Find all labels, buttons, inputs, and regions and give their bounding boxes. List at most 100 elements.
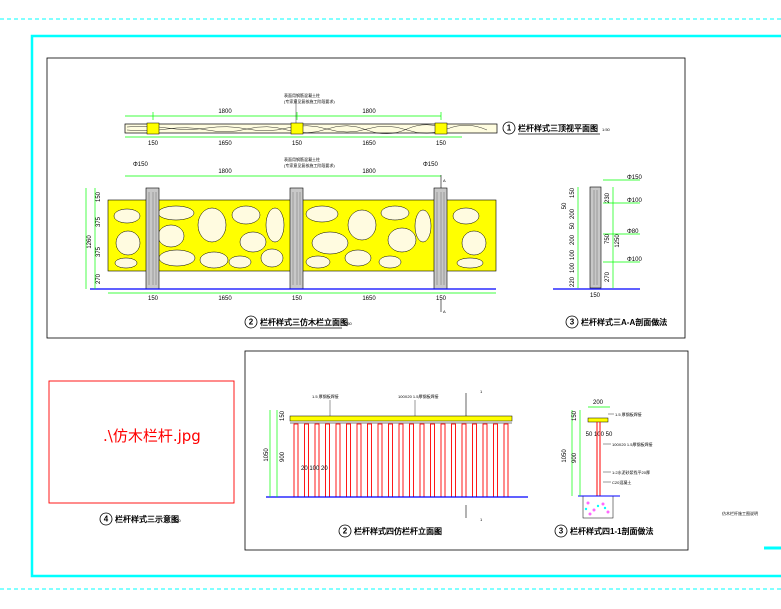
svg-text:2: 2 [343,527,348,536]
fence-bar [430,423,435,498]
elev1-bot-dim-4: 1650 [362,296,376,302]
plan-note-1: 表面用钢筋混凝土柱 [284,92,320,98]
section1-left-5: 200 [570,234,576,245]
fence-bar [293,423,299,498]
section1-phi-1: Φ150 [627,175,642,181]
elev1-phi-left: Φ150 [133,162,148,168]
elev2-total: 1050 [264,448,270,462]
title-1-text: 栏杆样式三顶视平面图 [518,123,598,133]
elev2-marker-bottom: 1 [480,517,483,522]
title-1-scale: 1:50 [602,127,611,132]
svg-text:2: 2 [249,318,254,327]
section-a-a: Φ150 Φ100 Φ80 Φ100 150 50 200 50 200 220… [553,175,642,299]
section1-left-3: 200 [570,208,576,219]
plan-bot-dim-4: 1650 [362,141,376,147]
fence-bar [461,423,467,498]
panel-top-frame [46,57,686,339]
sheet-border [0,18,781,590]
elev1-note-2: (专家意见复核施工阶段要求) [284,162,335,168]
title-6: 3 栏杆样式四1-1剖面做法 [554,524,654,538]
section1-bottom: 150 [590,293,601,299]
elev2-left-dim-2: 900 [280,451,286,462]
section2-left-1: 150 [572,410,578,421]
section2-mid: 50 100 50 [586,432,613,438]
title-2-scale: 1:50 [344,321,353,326]
section2-top: 200 [593,400,604,406]
section2-note-2: 100X20 1.5厚钢板焊接 [612,441,652,447]
elev1-section-mark-top: A [443,178,446,183]
fence-bar [367,423,372,498]
elev1-left-dim-1: 150 [96,191,102,202]
fence-bar [451,423,456,498]
fence-bars [293,423,509,498]
elev2-spacing: 20 100 20 [301,466,328,472]
elev1-top-dim-2: 1800 [362,169,376,175]
fence-bar [314,423,320,498]
section1-phi-2: Φ100 [627,198,642,204]
title-6-text: 栏杆样式四1-1剖面做法 [570,526,654,536]
title-5-text: 栏杆样式四仿栏杆立面图 [354,526,442,536]
section1-left-8: 100 [570,249,576,260]
elev1-total-height: 1260 [87,235,93,249]
elev1-phi-right: Φ150 [423,162,438,168]
fence-bar [346,423,351,498]
elev1-left-dim-4: 270 [96,273,102,284]
fence-bar [419,423,425,498]
fence-bar [356,423,362,498]
fence-bar [377,423,383,498]
svg-text:1: 1 [507,124,512,133]
svg-text:4: 4 [104,515,109,524]
title-2: 2 栏杆样式三仿木栏立面图 1:50 [244,315,353,329]
plan-bot-dim-3: 150 [292,141,303,147]
section2-left-2: 900 [572,452,578,463]
title-3-scale: 1:20 [654,321,663,326]
bottom-right-note: 仿木栏杆施工图说明 [722,510,758,516]
fence-bar [388,423,393,498]
elev1-top-dim-1: 1800 [218,169,232,175]
section1-left-7: 100 [570,262,576,273]
metal-fence-elevation: 1.5 厚钢板焊接 100X20 1.5厚钢板焊接 1 1 150 900 10… [264,389,528,522]
elev2-note-2: 100X20 1.5厚钢板焊接 [398,393,438,399]
plan-top-dim-1: 1800 [218,109,232,115]
fence-bar [409,423,414,498]
plan-view: 1800 1800 表面用钢筋混凝土柱 (专家意见复核施工阶段要求) 150 1… [124,92,498,147]
elev1-left-dim-2: 375 [96,216,102,227]
svg-text:3: 3 [570,318,575,327]
section1-mid-3: 1250 [615,234,621,248]
stone-railing-elevation: 1800 1800 Φ150 Φ150 表面用钢筋混凝土柱 (专家意见复核施工阶… [85,156,497,314]
fence-bar [398,423,404,498]
title-3-text: 栏杆样式三A-A剖面做法 [581,317,667,327]
panel-bottom-frame [244,350,689,551]
title-5: 2 栏杆样式四仿栏杆立面图 1:50 [338,524,442,538]
title-4-scale: 1:20 [173,518,182,523]
elev1-note-1: 表面用钢筋混凝土柱 [284,156,320,162]
section1-mid-2: 750 [605,233,611,244]
section2-note-4: C20混凝土 [612,479,631,485]
plan-bot-dim-5: 150 [436,141,447,147]
elev1-bot-dim-1: 150 [148,296,159,302]
elev1-section-mark-bottom: A [443,309,446,314]
fence-bar [493,423,498,498]
title-4: 4 栏杆样式三示意图 1:20 [99,512,182,526]
fence-bar [472,423,477,498]
title-4-text: 栏杆样式三示意图 [115,514,179,524]
section1-left-4: 50 [570,222,576,229]
section1-left-2: 50 [562,202,568,209]
elev2-left-dim-1: 150 [280,410,286,421]
elev2-note-1: 1.5 厚钢板焊接 [312,393,339,399]
fence-bar [304,423,309,498]
section2-note-1: 1.5 厚钢板焊接 [615,411,642,417]
plan-note-2: (专家意见复核施工阶段要求) [284,98,335,104]
fence-bar [503,423,509,498]
section1-phi-3: Φ80 [627,229,639,235]
title-3: 3 栏杆样式三A-A剖面做法 1:20 [565,315,667,329]
missing-image-label: .\仿木栏杆.jpg [103,427,201,445]
elev2-marker-top: 1 [480,389,483,394]
section1-left-1: 150 [570,187,576,198]
fence-bar [482,423,488,498]
section-1-1: 200 50 100 50 150 900 1050 1.5 厚钢板焊接 100… [562,400,652,519]
plan-bot-dim-1: 150 [148,141,159,147]
fence-bar [440,423,446,498]
section1-phi-4: Φ100 [627,257,642,263]
